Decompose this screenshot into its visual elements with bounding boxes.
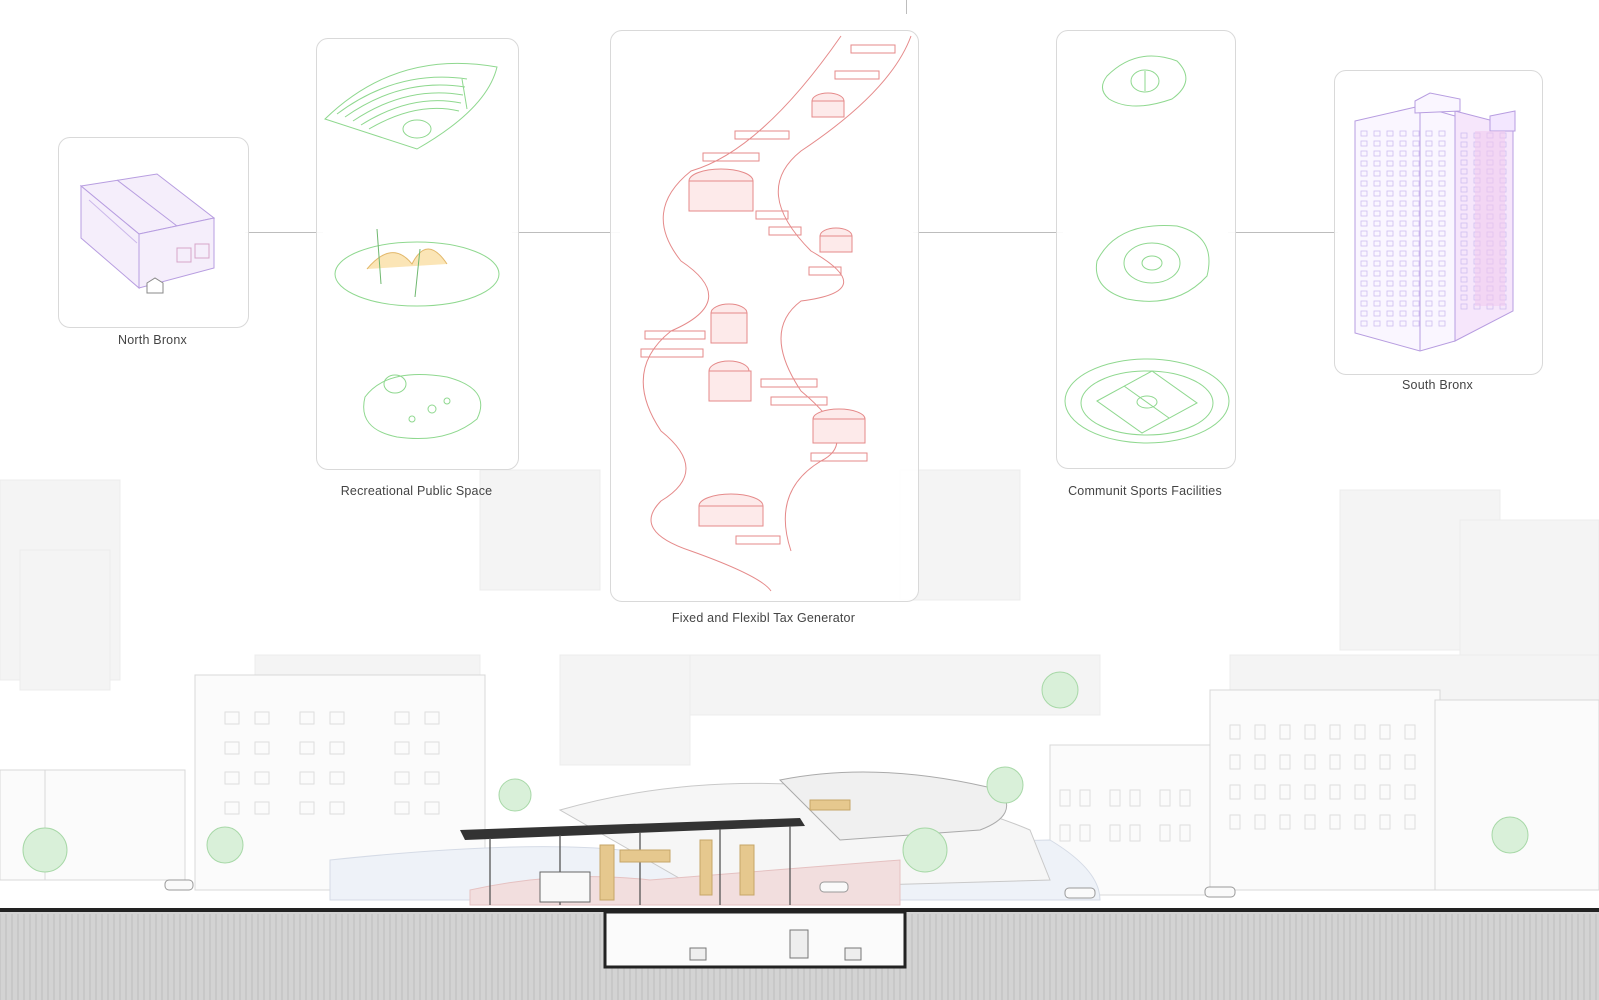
canopy-roof <box>460 818 805 840</box>
high-rise-tower-icon <box>1354 92 1516 352</box>
tent-canopy-icon <box>334 228 500 307</box>
sports-label: Communit Sports Facilities <box>1068 484 1222 498</box>
small-court-icon <box>1102 55 1187 107</box>
connector-line <box>913 232 1063 233</box>
north-bronx-label: North Bronx <box>118 333 187 347</box>
recreational-label: Recreational Public Space <box>340 484 493 498</box>
recreational-card <box>316 38 519 470</box>
canopy-columns <box>489 826 791 905</box>
tax-generator-label: Fixed and Flexibl Tax Generator <box>671 611 856 625</box>
north-bronx-card <box>58 137 249 328</box>
tunnel-vehicle <box>844 947 862 961</box>
top-tick <box>906 0 907 14</box>
tax-generator-illustration <box>640 35 912 592</box>
market-stall-rows <box>640 44 896 545</box>
connector-line <box>512 232 620 233</box>
trees <box>22 671 1529 873</box>
earth-hatching <box>0 914 1597 1000</box>
circular-plaza-icon <box>1095 224 1210 302</box>
building-windows <box>224 711 1416 842</box>
cars <box>164 879 1236 899</box>
connector-line <box>1228 232 1338 233</box>
amphitheater-icon <box>324 62 498 150</box>
subway-car <box>789 929 809 959</box>
south-bronx-card <box>1334 70 1543 375</box>
kiosk <box>539 871 591 903</box>
garden-plaza-icon <box>363 374 482 440</box>
ground-line <box>0 908 1599 912</box>
tax-generator-card <box>610 30 919 602</box>
low-rise-warehouse-icon <box>79 173 216 294</box>
sports-illustrations <box>1064 55 1230 444</box>
recreational-illustrations <box>324 62 500 440</box>
tunnel-vehicle <box>689 947 707 961</box>
south-bronx-label: South Bronx <box>1402 378 1473 392</box>
timber-structure <box>599 799 851 901</box>
soccer-field-icon <box>1064 358 1230 444</box>
cylinder-pavilions <box>688 92 866 527</box>
connector-line <box>245 232 323 233</box>
overpass <box>778 771 1008 841</box>
sports-card <box>1056 30 1236 469</box>
